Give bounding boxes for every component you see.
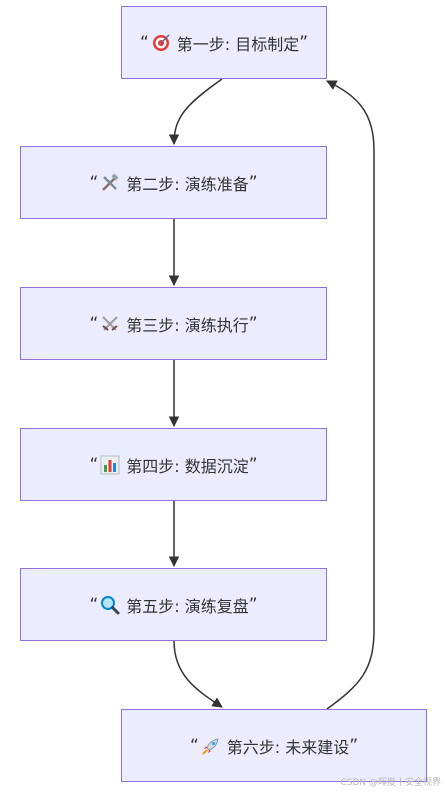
open-quote: “ <box>139 32 149 53</box>
open-quote: “ <box>89 454 99 475</box>
step-5-node: “ 第五步: 演练复盘 ” <box>20 568 327 641</box>
close-quote: ” <box>248 172 258 193</box>
edge-step6-step1 <box>326 80 375 710</box>
magnifier-icon <box>101 595 120 614</box>
open-quote: “ <box>89 313 99 334</box>
step-2-label: 第二步: 演练准备 <box>126 174 249 194</box>
watermark: CSDN @晖度丨安全视界 <box>340 778 441 788</box>
step-6-node: “ 第六步: 未来建设 ” <box>121 709 427 782</box>
step-4-label: 第四步: 数据沉淀 <box>126 456 249 476</box>
step-4-node: “ 第四步: 数据沉淀 ” <box>20 428 327 501</box>
open-quote: “ <box>89 594 99 615</box>
step-3-node: “ 第三步: 演练执行 ” <box>20 287 327 360</box>
tools-icon <box>102 172 119 191</box>
target-icon <box>152 33 170 51</box>
close-quote: ” <box>248 313 258 334</box>
edge-step1-step2 <box>168 78 223 146</box>
step-2-node: “ 第二步: 演练准备 ” <box>20 146 327 219</box>
step-5-label: 第五步: 演练复盘 <box>126 596 249 616</box>
step-1-node: “ 第一步: 目标制定 ” <box>121 6 327 79</box>
close-quote: ” <box>248 454 258 475</box>
close-quote: ” <box>349 735 359 756</box>
rocket-icon <box>202 738 219 754</box>
open-quote: “ <box>89 172 99 193</box>
step-1-label: 第一步: 目标制定 <box>176 34 300 54</box>
edge-step5-step6 <box>173 640 223 708</box>
open-quote: “ <box>189 735 199 756</box>
swords-icon <box>102 315 118 331</box>
bar-chart-icon <box>100 455 120 474</box>
step-3-label: 第三步: 演练执行 <box>126 315 249 335</box>
close-quote: ” <box>248 594 258 615</box>
close-quote: ” <box>299 32 309 53</box>
step-6-label: 第六步: 未来建设 <box>226 737 350 757</box>
